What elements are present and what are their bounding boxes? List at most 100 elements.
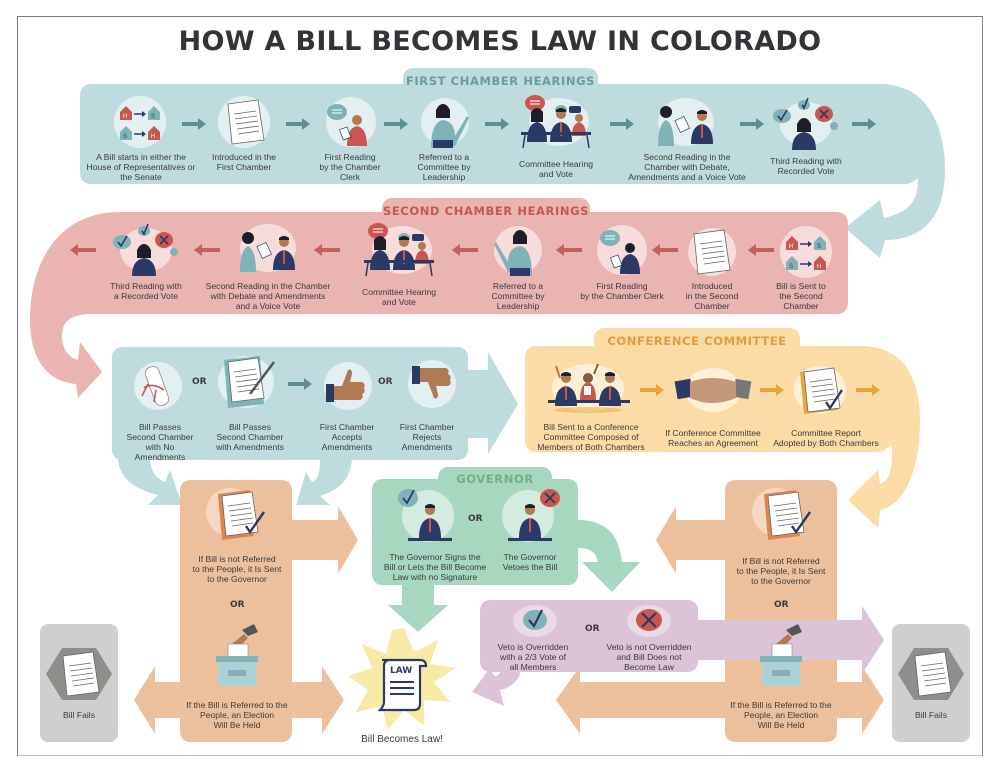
leadership-pointing-icon (494, 226, 542, 276)
second-chamber-label: SECOND CHAMBER HEARINGS (382, 204, 590, 218)
step-governor-signs: The Governor Signs the Bill or Lets the … (383, 552, 487, 582)
debate-handing-paper-icon (240, 224, 296, 272)
step-first-reading-second: First Reading by the Chamber Clerk (580, 281, 664, 301)
flow-arrow-right-icon (852, 118, 876, 130)
bill-becomes-law-caption: Bill Becomes Law! (361, 734, 443, 745)
house-senate-swap-icon: H S S H (780, 226, 832, 278)
check-bubble-icon (513, 605, 557, 637)
step-conference-composed: Bill Sent to a Conference Committee Comp… (537, 422, 645, 452)
failed-bill-hexagon-icon (898, 648, 964, 700)
flow-arrow-left-icon (314, 244, 340, 256)
step-veto-not-overridden: Veto is not Overridden and Bill Does not… (606, 642, 692, 672)
or-label: OR (192, 377, 207, 387)
committee-table-icon (521, 95, 591, 149)
bill-fails-caption: Bill Fails (63, 710, 95, 720)
committee-table-icon (364, 223, 434, 277)
recorded-vote-icon (113, 223, 178, 276)
step-third-reading-second: Third Reading with a Recorded Vote (110, 281, 182, 301)
right-referral-band (556, 480, 884, 742)
bill-checkmark-icon (206, 488, 265, 540)
step-sent-to-governor-right: If Bill is not Referred to the People, i… (736, 556, 826, 586)
step-passes-no-amendments: Bill Passes Second Chamber with No Amend… (126, 422, 194, 462)
step-third-reading: Third Reading with Recorded Vote (770, 156, 842, 176)
thumbs-up-icon (324, 362, 372, 410)
ballot-box-icon (760, 624, 802, 686)
bill-document-icon (688, 228, 736, 276)
leadership-pointing-icon (421, 98, 469, 148)
flow-arrow-right-icon (182, 118, 206, 130)
svg-text:S: S (151, 114, 155, 120)
flow-arrow-left-icon (748, 244, 774, 256)
step-second-reading: Second Reading in the Chamber with Debat… (628, 152, 746, 182)
svg-text:H: H (151, 134, 155, 140)
or-label: OR (585, 624, 600, 634)
conference-table-icon (548, 363, 630, 413)
svg-text:S: S (817, 244, 821, 250)
flow-arrow-right-icon (286, 118, 310, 130)
law-badge: LAW (390, 666, 412, 676)
step-governor-vetoes: The Governor Vetoes the Bill (502, 552, 558, 572)
or-label: OR (230, 600, 245, 610)
flow-arrow-left-icon (652, 244, 678, 256)
step-second-reading-second: Second Reading in the Chamber with Debat… (205, 281, 331, 311)
governor-label: GOVERNOR (456, 472, 534, 486)
flow-arrow-right-icon (485, 118, 509, 130)
page-title: HOW A BILL BECOMES LAW IN COLORADO (178, 26, 822, 57)
scroll-ribbon-icon (134, 362, 182, 410)
svg-text:S: S (123, 134, 127, 140)
step-veto-overridden: Veto is Overridden with a 2/3 Vote of al… (497, 642, 569, 672)
step-referred-second: Referred to a Committee by Leadership (491, 281, 545, 311)
x-bubble-icon (627, 605, 671, 637)
step-election-held-left: If the Bill is Referred to the People, a… (186, 700, 288, 730)
debate-handing-paper-icon (658, 98, 714, 146)
or-label: OR (774, 600, 789, 610)
step-committee-hearing: Committee Hearing and Vote (518, 159, 594, 179)
first-chamber-label: FIRST CHAMBER HEARINGS (405, 74, 596, 88)
flow-arrow-left-icon (452, 244, 478, 256)
step-election-held-right: If the Bill is Referred to the People, a… (730, 700, 832, 730)
flow-arrow-right-icon (640, 384, 664, 396)
step-report-adopted: Committee Report Adopted by Both Chamber… (773, 428, 879, 448)
step-introduced-first: Introduced in the First Chamber (211, 152, 277, 172)
flow-arrow-left-icon (194, 244, 220, 256)
svg-text:H: H (789, 244, 793, 250)
governor-vetoes-icon (502, 489, 560, 542)
bill-fails-caption: Bill Fails (915, 710, 947, 720)
governor-signs-icon (398, 489, 454, 542)
step-sent-to-governor-left: If Bill is not Referred to the People, i… (192, 554, 282, 584)
step-bill-starts: A Bill starts in either the House of Rep… (86, 152, 196, 182)
step-first-reading: First Reading by the Chamber Clerk (319, 152, 381, 182)
infographic-frame (17, 16, 983, 756)
flow-arrow-right-icon (384, 118, 408, 130)
step-referred-committee: Referred to a Committee by Leadership (417, 152, 471, 182)
handshake-icon (674, 368, 752, 412)
svg-text:S: S (789, 264, 793, 270)
conference-committee-label: CONFERENCE COMMITTEE (607, 334, 787, 348)
step-rejects-amendments: First Chamber Rejects Amendments (399, 422, 455, 452)
flow-arrow-left-icon (556, 244, 582, 256)
flow-arrow-right-icon (610, 118, 634, 130)
flow-arrow-right-icon (856, 384, 880, 396)
house-senate-swap-icon: H S S H (114, 96, 166, 148)
flow-arrow-left-icon (70, 244, 96, 256)
bill-document-icon (218, 96, 270, 148)
or-label: OR (468, 514, 483, 524)
ballot-box-icon (216, 624, 258, 686)
flow-arrow-right-icon (288, 378, 312, 390)
flow-arrow-right-icon (740, 118, 764, 130)
step-committee-hearing-second: Committee Hearing and Vote (361, 287, 437, 307)
recorded-vote-icon (773, 97, 838, 150)
thumbs-down-icon (408, 360, 456, 408)
flow-arrow-right-icon (760, 384, 784, 396)
left-referral-band (134, 480, 358, 742)
step-passes-with-amendments: Bill Passes Second Chamber with Amendmen… (216, 422, 284, 452)
clerk-reading-icon (326, 97, 376, 147)
svg-text:H: H (123, 114, 127, 120)
or-label: OR (378, 377, 393, 387)
failed-bill-hexagon-icon (46, 648, 112, 700)
bill-checkmark-icon (752, 488, 811, 540)
first-chamber-band (80, 68, 945, 258)
step-accepts-amendments: First Chamber Accepts Amendments (319, 422, 375, 452)
bill-amend-pen-icon (218, 356, 275, 408)
passage-band (112, 347, 518, 505)
